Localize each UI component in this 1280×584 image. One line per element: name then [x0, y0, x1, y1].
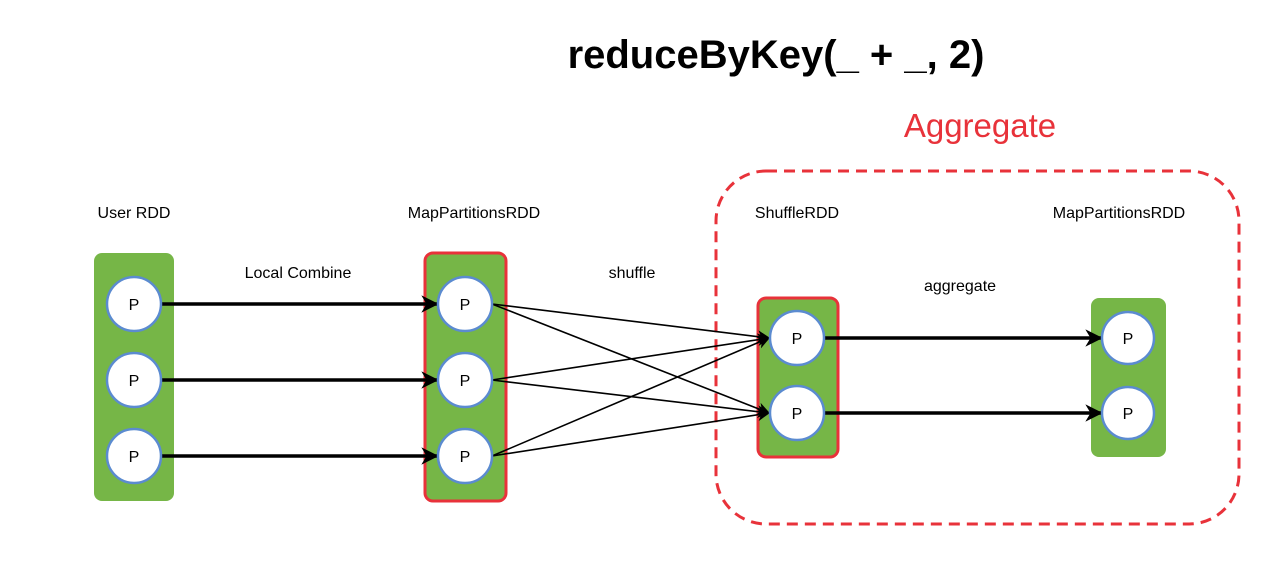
partition-label: P [1123, 331, 1134, 348]
partition-label: P [1123, 406, 1134, 423]
partition-label: P [792, 406, 803, 423]
partition-map-partitions-rdd-2-1: P [1100, 310, 1156, 366]
partition-shuffle-rdd-2: P [768, 384, 826, 442]
partition-label: P [460, 449, 471, 466]
arrow-shuffle-3-2 [491, 408, 771, 457]
partition-label: P [460, 297, 471, 314]
arrow-shuffle-2-1 [491, 333, 771, 381]
partition-map-partitions-rdd-1-2: P [436, 351, 494, 409]
edge-label-local-combine: Local Combine [245, 265, 352, 282]
edge-label-aggregate: aggregate [924, 278, 996, 295]
partition-map-partitions-rdd-2-2: P [1100, 385, 1156, 441]
partition-user-rdd-3: P [105, 427, 163, 485]
partition-label: P [129, 373, 140, 390]
partition-user-rdd-2: P [105, 351, 163, 409]
partition-label: P [129, 449, 140, 466]
rdd-label-shuffle-rdd: ShuffleRDD [755, 205, 839, 222]
aggregate-group-box [714, 169, 1241, 526]
rdd-label-map-partitions-rdd-2: MapPartitionsRDD [1053, 205, 1185, 222]
partition-label: P [460, 373, 471, 390]
partition-label: P [792, 331, 803, 348]
rdd-label-map-partitions-rdd-1: MapPartitionsRDD [408, 205, 540, 222]
partition-map-partitions-rdd-1-3: P [436, 427, 494, 485]
partition-label: P [129, 297, 140, 314]
aggregate-group-label: Aggregate [904, 107, 1056, 144]
partition-user-rdd-1: P [105, 275, 163, 333]
partition-shuffle-rdd-1: P [768, 309, 826, 367]
arrow-shuffle-1-1 [491, 303, 771, 343]
partition-map-partitions-rdd-1-1: P [436, 275, 494, 333]
diagram-title: reduceByKey(_ + _, 2) [568, 33, 985, 77]
rdd-label-user-rdd: User RDD [98, 205, 171, 222]
edge-label-shuffle: shuffle [609, 265, 656, 282]
arrow-shuffle-3-1 [491, 336, 771, 457]
